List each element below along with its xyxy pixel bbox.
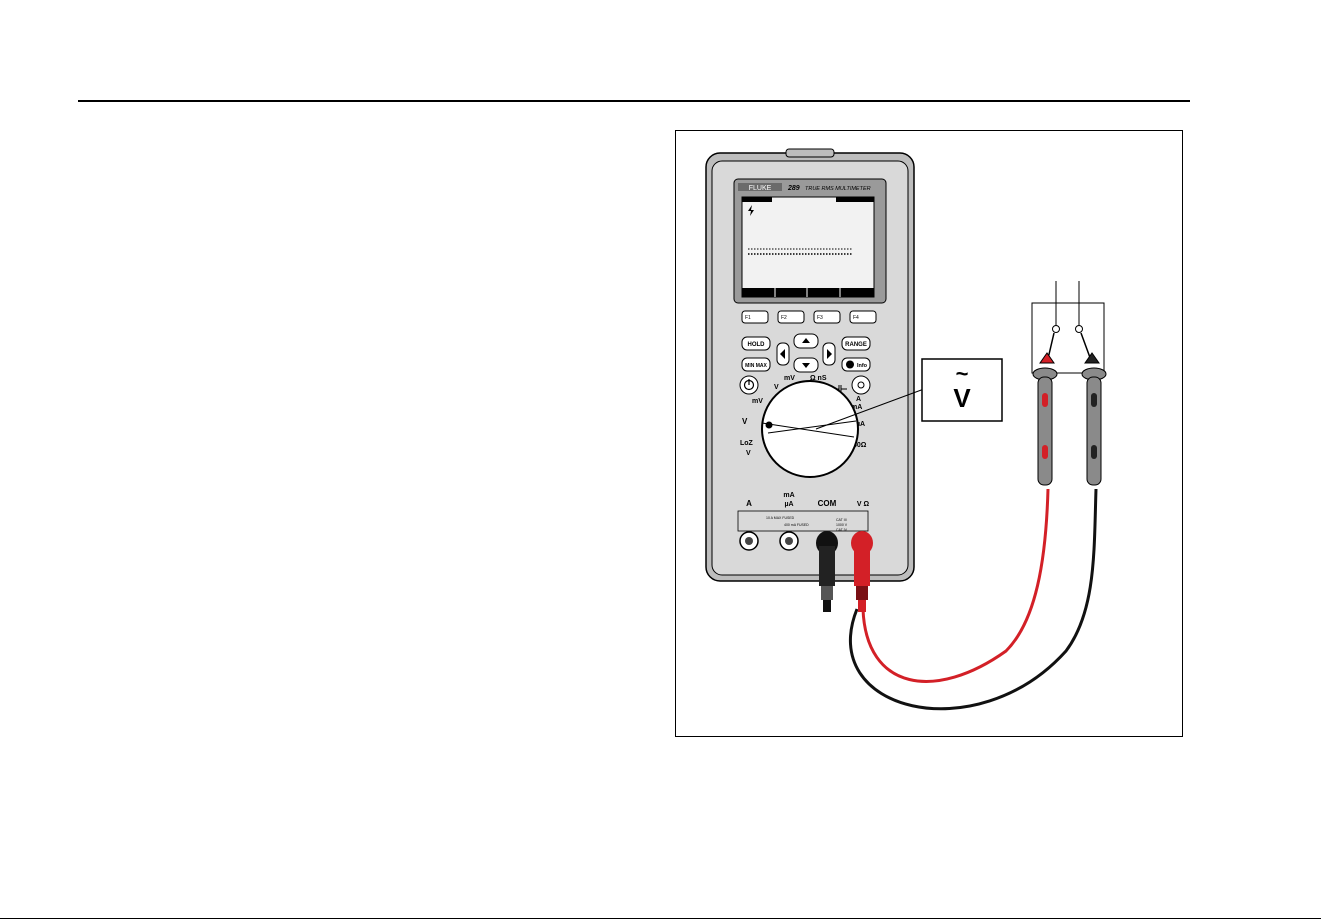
rotary-dial[interactable]	[762, 381, 858, 477]
cat-rating-2: CAT IV	[836, 528, 848, 532]
backlight-button[interactable]	[852, 376, 870, 394]
dial-label-mv-dc: mV	[784, 375, 795, 382]
jack-label-ua: µA	[784, 501, 793, 508]
jack-label-v-ohm: V Ω	[857, 501, 870, 508]
min-max-label: MIN MAX	[745, 363, 767, 369]
info-label: Info	[857, 363, 868, 369]
info-icon	[846, 361, 854, 369]
footer-rule	[0, 918, 1321, 919]
lcd-screen	[742, 197, 874, 297]
cat-rating-1: CAT III	[836, 518, 847, 522]
model-description: TRUE RMS MULTIMETER	[805, 186, 871, 192]
softkey-f1-label: F1	[745, 315, 751, 321]
multimeter-illustration: FLUKE 289 TRUE RMS MULTIMETER F1 F2 F3 F…	[676, 131, 1184, 738]
dial-label-loz-v: V	[746, 450, 751, 457]
softkey-f3-label: F3	[817, 315, 823, 321]
figure-frame: FLUKE 289 TRUE RMS MULTIMETER F1 F2 F3 F…	[675, 130, 1183, 737]
dial-label-v-dc: V	[774, 384, 779, 391]
dial-label-mv-ac: mV	[752, 398, 763, 405]
dial-label-a: A	[856, 396, 861, 403]
jack-label-com: COM	[818, 499, 837, 508]
fuse-a-label: 10 A MAX FUSED	[766, 516, 795, 520]
header-rule	[78, 100, 1190, 102]
fuse-ma-label: 400 mA FUSED	[784, 523, 809, 527]
model-number: 289	[787, 185, 800, 192]
dial-label-loz: LoZ	[740, 440, 754, 447]
hold-label: HOLD	[748, 342, 766, 348]
softkey-f4-label: F4	[853, 315, 859, 321]
dial-label-v-ac: V	[742, 417, 748, 426]
function-callout: ~ V	[922, 359, 1002, 421]
jack-label-ma: mA	[783, 492, 794, 499]
brand-logo: FLUKE	[749, 185, 772, 192]
jack-label-a: A	[746, 499, 752, 508]
callout-v-label: V	[953, 383, 971, 413]
red-plug	[851, 531, 873, 612]
cat-rating-1-voltage: 1000 V	[836, 523, 848, 527]
black-plug	[816, 531, 838, 612]
dial-pointer-dot	[766, 422, 773, 429]
softkey-f2-label: F2	[781, 315, 787, 321]
range-label: RANGE	[845, 342, 867, 348]
